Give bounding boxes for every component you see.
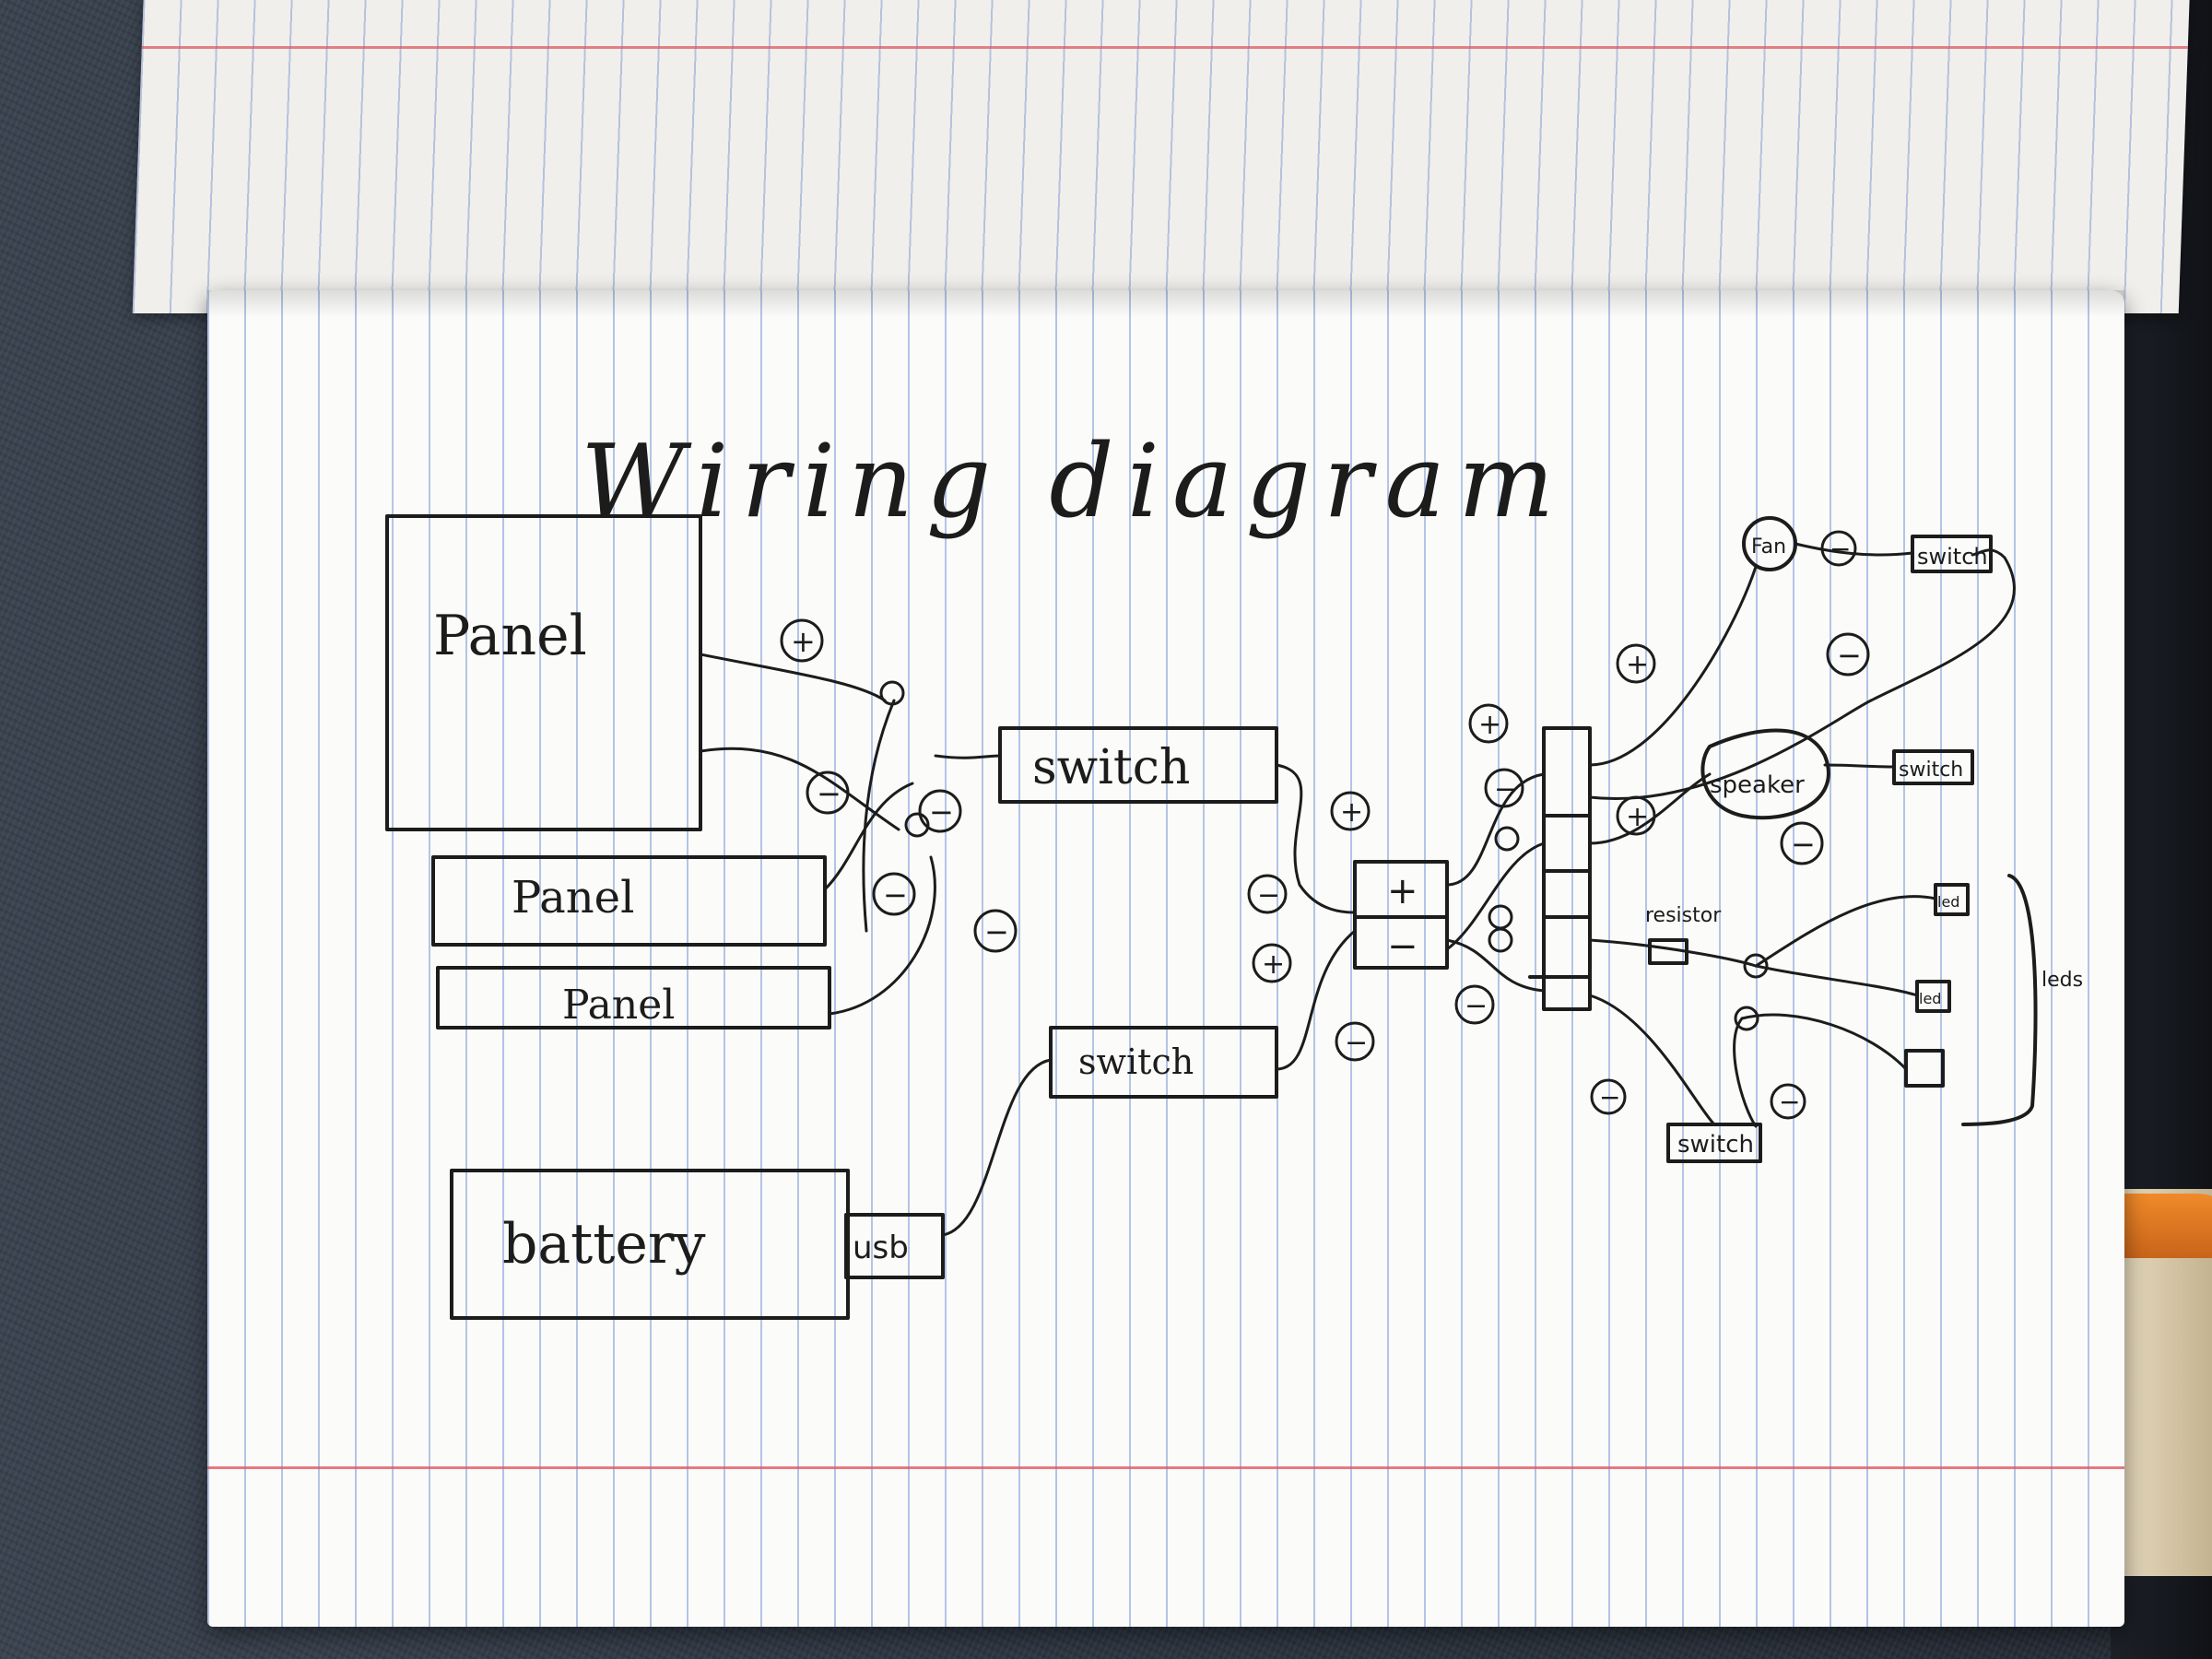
switch-lower-label: switch xyxy=(1078,1041,1194,1082)
bus-block xyxy=(1542,726,1592,1011)
svg-text:−: − xyxy=(929,794,954,830)
usb-box xyxy=(844,1213,945,1279)
panel-mid-box xyxy=(431,855,827,947)
led-mid-label: led xyxy=(1919,990,1941,1007)
resistor-label: resistor xyxy=(1645,904,1722,927)
svg-text:−: − xyxy=(1599,1082,1620,1112)
svg-text:−: − xyxy=(1830,534,1851,564)
svg-text:+: + xyxy=(1340,796,1363,829)
wires xyxy=(699,542,2016,1237)
fan-label: Fan xyxy=(1751,535,1786,559)
terminal-plus-label: + xyxy=(1387,870,1418,912)
svg-text:−: − xyxy=(1837,638,1862,673)
leds-side-label: leds xyxy=(2041,969,2083,992)
svg-text:+: + xyxy=(791,624,816,659)
speaker-label: speaker xyxy=(1710,771,1805,799)
svg-text:−: − xyxy=(984,914,1009,949)
page-fold-shadow xyxy=(207,290,2124,318)
svg-text:−: − xyxy=(817,776,841,811)
svg-text:−: − xyxy=(1779,1087,1800,1117)
speaker-outline xyxy=(1700,728,1830,820)
switch-lower-box xyxy=(1049,1026,1278,1099)
panel-large-box xyxy=(385,514,702,831)
diagram-title: Wiring diagram xyxy=(581,422,1567,540)
svg-text:+: + xyxy=(1478,709,1501,741)
notebook-page xyxy=(207,290,2124,1627)
svg-text:−: − xyxy=(883,877,908,912)
terminal-minus-label: − xyxy=(1387,925,1418,968)
panel-mid-label: Panel xyxy=(512,872,634,924)
svg-text:+: + xyxy=(1626,801,1649,833)
panel-large-label: Panel xyxy=(433,604,587,668)
svg-text:+: + xyxy=(1626,649,1649,681)
panel-low-label: Panel xyxy=(562,982,675,1029)
svg-text:−: − xyxy=(1257,879,1280,912)
battery-label: battery xyxy=(502,1212,706,1277)
led-low-box xyxy=(1904,1049,1945,1088)
led-top-label: led xyxy=(1937,893,1959,911)
svg-text:−: − xyxy=(1345,1027,1368,1059)
led-switch-label: switch xyxy=(1677,1131,1754,1159)
svg-text:−: − xyxy=(1465,990,1488,1022)
svg-text:−: − xyxy=(1494,773,1517,806)
page-rules xyxy=(207,290,2124,1627)
usb-label: usb xyxy=(853,1230,909,1266)
panel-low-box xyxy=(436,966,831,1030)
leds-bracket xyxy=(1961,874,2038,1126)
svg-text:−: − xyxy=(1791,827,1816,862)
speaker-switch-label: switch xyxy=(1899,759,1963,782)
switch-main-label: switch xyxy=(1032,740,1190,795)
page-margin-line xyxy=(207,1466,2124,1469)
fan-switch-label: switch xyxy=(1917,544,1988,570)
junction-nodes xyxy=(879,680,1769,1031)
svg-text:+: + xyxy=(1262,948,1285,981)
terminal-block xyxy=(1353,860,1449,970)
polarity-markers: + − − − − + − + − + − − + + xyxy=(780,530,1870,1120)
